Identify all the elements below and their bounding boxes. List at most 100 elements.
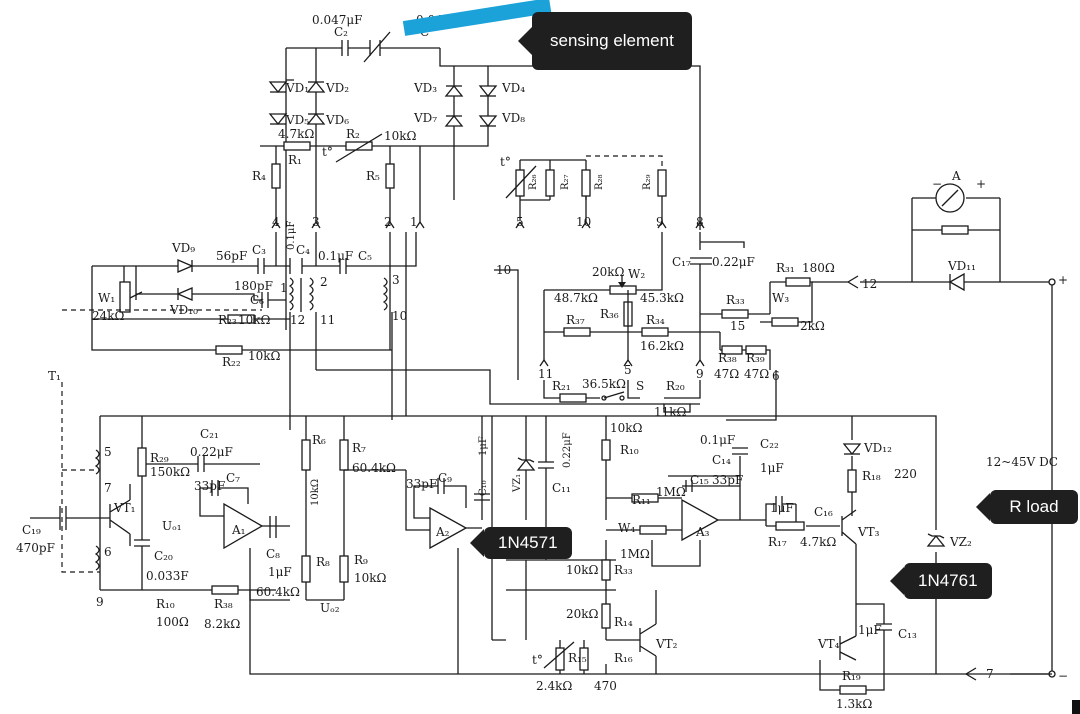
r10-label: R₁₀ — [156, 597, 175, 611]
r20-label: R₂₀ — [666, 379, 685, 393]
c2-label: C₂ — [334, 25, 348, 39]
w4-label: W₄ — [618, 521, 635, 535]
zero-span-network — [494, 232, 848, 421]
r7-label: R₇ — [352, 441, 366, 455]
callout-1n4761: 1N4761 — [890, 563, 992, 599]
vt1-label: VT₁ — [113, 501, 135, 515]
c8-value: 1μF — [268, 565, 292, 579]
c16-value: 1μF — [770, 501, 794, 515]
t1-pin-7: 7 — [104, 481, 112, 495]
terminal-4: 4 — [272, 215, 280, 229]
c15-label: C₁₅ — [690, 473, 709, 487]
terminal-5: 5 — [516, 215, 524, 229]
r23-value: 10kΩ — [238, 313, 271, 327]
r31-label: R₃₁ — [776, 261, 795, 275]
r-45-3k: 45.3kΩ — [640, 291, 684, 305]
r19-value: 1.3kΩ — [836, 697, 872, 711]
t1-pin-5: 5 — [104, 445, 112, 459]
terminal-6: 6 — [772, 369, 780, 383]
ammeter-plus: + — [976, 177, 986, 191]
w3-label: W₃ — [772, 291, 789, 305]
r29-value: 150kΩ — [150, 465, 190, 479]
r38b-label: R₃₈ — [214, 597, 233, 611]
c13-label: C₁₃ — [898, 627, 917, 641]
c17-label: C₁₇ — [672, 255, 691, 269]
r10-value: 100Ω — [156, 615, 189, 629]
c19-value: 470pF — [16, 541, 55, 555]
uo1-label: Uₒ₁ — [162, 519, 182, 533]
vz1-label: VZ₁ — [512, 474, 523, 493]
t1-pin-6: 6 — [104, 545, 112, 559]
r1-value: 4.7kΩ — [278, 127, 314, 141]
r10b-label: R₁₀ — [620, 443, 639, 457]
c3-value: 56pF — [216, 249, 247, 263]
vz2-label: VZ₂ — [949, 535, 972, 549]
c10-value: 1μF — [478, 436, 489, 456]
terminal-1: 1 — [410, 215, 418, 229]
w1-label: W₁ — [98, 291, 115, 305]
terminal-8: 8 — [696, 215, 704, 229]
r19-label: R₁₉ — [842, 669, 861, 683]
t1-pin-12: 12 — [290, 313, 305, 327]
r27-label: R₂₇ — [560, 174, 571, 190]
vd9-label: VD₉ — [171, 241, 195, 255]
callout-1n4571: 1N4571 — [470, 527, 572, 559]
ammeter-label: A — [951, 169, 961, 183]
r11-label: R₁₁ — [632, 493, 651, 507]
t1-pin-3: 3 — [392, 273, 400, 287]
c6-label: C₆ — [250, 293, 264, 307]
r-48-7k: 48.7kΩ — [554, 291, 598, 305]
terminal-2: 2 — [384, 215, 392, 229]
r38-value: 47Ω — [714, 367, 739, 381]
c13-value: 1μF — [858, 623, 882, 637]
r9-value: 10kΩ — [354, 571, 387, 585]
c22-value: 0.1μF — [700, 433, 735, 447]
r18-label: R₁₈ — [862, 469, 881, 483]
c16-label: C₁₆ — [814, 505, 833, 519]
vd12-label: VD₁₂ — [863, 441, 892, 455]
r2-label: R₂ — [346, 127, 360, 141]
r33b-label: R₃₃ — [614, 563, 633, 577]
vd5-label: VD₅ — [285, 113, 309, 127]
r9-label: R₉ — [354, 553, 368, 567]
r36-label: R₃₆ — [600, 307, 619, 321]
r7-value: 60.4kΩ — [352, 461, 396, 475]
terminal-9: 9 — [656, 215, 664, 229]
terminal-10: 10 — [576, 215, 591, 229]
r-1m-lower: 1MΩ — [620, 547, 650, 561]
t1-pin-9: 9 — [96, 595, 104, 609]
r39-label: R₃₉ — [746, 351, 765, 365]
r10b-value: 10kΩ — [610, 421, 643, 435]
c7-label: C₇ — [226, 471, 240, 485]
terminal-7: 7 — [986, 667, 994, 681]
ammeter-minus: − — [932, 177, 942, 191]
t1-pin-2: 2 — [320, 275, 328, 289]
c2-value: 0.047μF — [312, 13, 362, 27]
r17-label: R₁₇ — [768, 535, 787, 549]
c5-label: C₅ — [358, 249, 372, 263]
r-16-2k: 16.2kΩ — [640, 339, 684, 353]
w1-value: 24kΩ — [92, 309, 125, 323]
r23-label: R₂₃ — [218, 313, 237, 327]
r5-label: R₅ — [366, 169, 380, 183]
supply-minus: − — [1058, 669, 1068, 683]
terminal-12: 12 — [862, 277, 877, 291]
range-switch — [506, 380, 701, 413]
schematic-labels: 0.047μF 0.047μF C₂ C VD₁ VD₂ VD₃ VD₄ VD₅… — [16, 13, 1068, 711]
r17-value: 4.7kΩ — [800, 535, 836, 549]
r31-value: 180Ω — [802, 261, 835, 275]
vd6-label: VD₆ — [325, 113, 349, 127]
callout-r-load: R load — [976, 490, 1078, 524]
c3-label: C₃ — [252, 243, 266, 257]
r14-value: 20kΩ — [566, 607, 599, 621]
r33b-value: 10kΩ — [566, 563, 599, 577]
r18-value: 220 — [894, 467, 917, 481]
vt3-label: VT₃ — [857, 525, 880, 539]
vd10-label: VD₁₀ — [169, 303, 198, 317]
vd11-label: VD₁₁ — [947, 259, 976, 273]
c22-cap: 1μF — [760, 461, 784, 475]
w3-value: 2kΩ — [800, 319, 825, 333]
t1-pin-10: 10 — [392, 309, 407, 323]
supply-voltage: 12~45V DC — [986, 455, 1058, 469]
